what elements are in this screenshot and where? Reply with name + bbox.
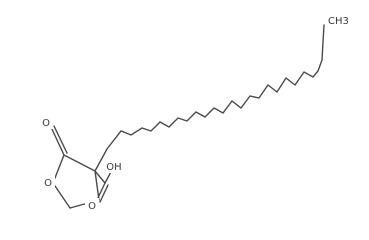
bonds (50, 24, 325, 209)
carboxylic-oxygen-atom: O (85, 198, 99, 212)
ring-oxygen-atom: O (41, 175, 55, 189)
chemical-structure-diagram: O O OH O CH3 (39, 12, 355, 212)
bond-c2-carbonyl-a (50, 126, 65, 156)
bond-c2-to-c3 (63, 154, 96, 172)
bond-acid-carbonyl-b (99, 184, 109, 203)
hydroxyl-group: OH (103, 159, 125, 173)
bond-acid-carbonyl-a (96, 182, 106, 201)
terminal-methyl-label: CH3 (328, 16, 349, 27)
carboxylic-oxygen-label: O (88, 201, 96, 212)
carbonyl-oxygen-atom: O (39, 115, 53, 129)
bond-ring-o-to-c5 (52, 182, 71, 209)
bond-c2-carbonyl-b (53, 125, 68, 154)
hydroxyl-label: OH (106, 162, 121, 173)
terminal-methyl-group: CH3 (325, 12, 355, 28)
bond-alkyl-chain (94, 24, 325, 172)
atom-labels: O O OH O CH3 (39, 12, 355, 212)
bond-c3-to-c4 (94, 170, 100, 201)
carbonyl-oxygen-label: O (42, 118, 50, 129)
bond-c3-to-acid-carbon (94, 170, 106, 184)
ring-oxygen-label: O (44, 178, 52, 189)
